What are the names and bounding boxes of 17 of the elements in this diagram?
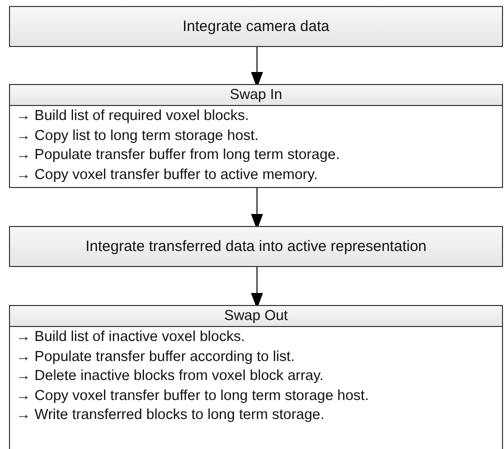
process-box [9,6,503,47]
process-panel [9,305,503,449]
step-text: → Build list of required voxel blocks. [16,107,250,126]
panel-heading: Swap In [10,85,502,106]
panel-heading: Swap Out [10,306,502,327]
process-box [9,226,503,267]
step-text: → Build list of inactive voxel blocks. [16,328,246,347]
process-label: Integrate transferred data into active representation [85,238,427,255]
step-text: → Copy voxel transfer buffer to active memory. [16,166,319,184]
step-text: → Populate transfer buffer from long term storage. [16,146,341,165]
process-label: Integrate camera data [182,18,330,35]
step-text: → Delete inactive blocks from voxel block array. [16,367,325,386]
step-text: → Copy list to long term storage host. [16,126,260,146]
process-panel [9,84,503,188]
step-text: → Copy voxel transfer buffer to long term storage host. [16,386,370,406]
step-text: → Write transferred blocks to long term storage. [16,406,326,425]
step-text: → Populate transfer buffer according to list. [16,348,296,366]
